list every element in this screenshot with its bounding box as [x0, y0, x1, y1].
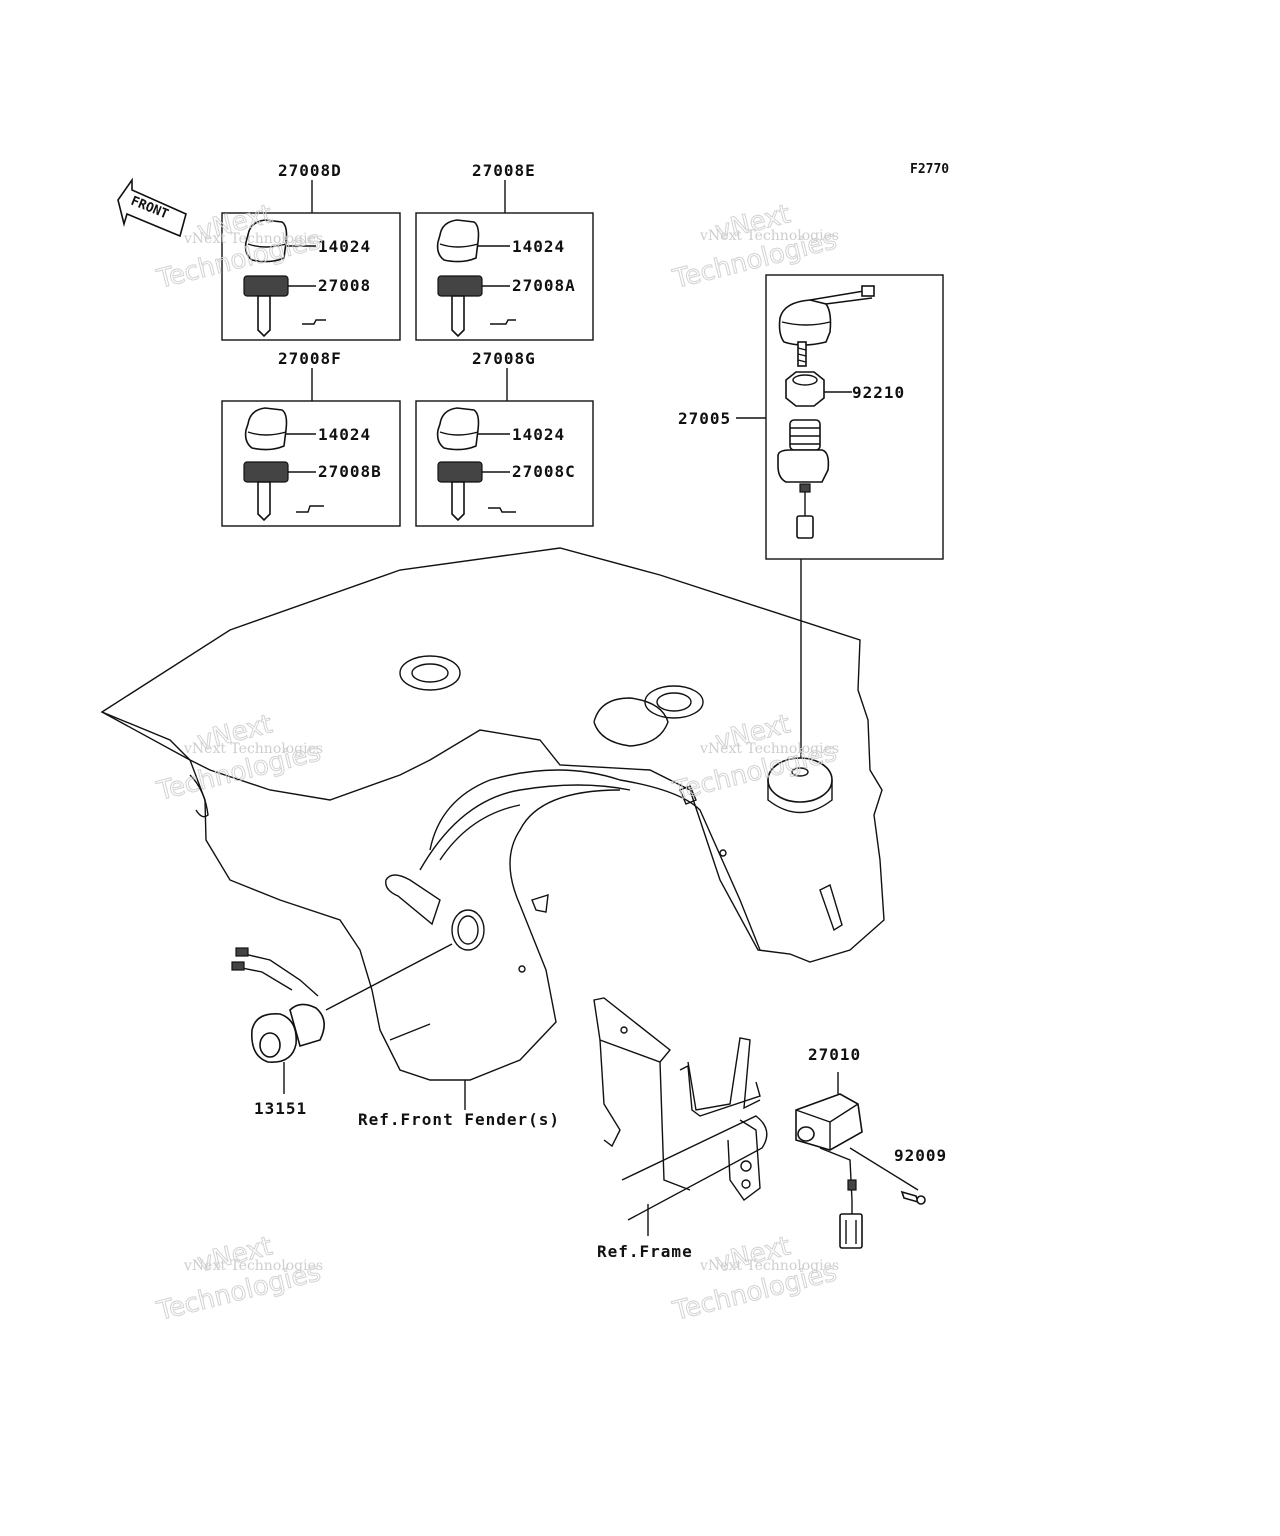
label-27008a: 27008A: [512, 276, 576, 295]
key-knob-icon: [244, 407, 288, 451]
watermark-2: vNext vNext Technologies Technologies: [669, 199, 840, 296]
watermark-text: vNext Technologies: [183, 231, 323, 247]
label-14024-f: 14024: [318, 425, 371, 444]
frame-bracket: Ref.Frame: [593, 997, 768, 1261]
label-14024-e: 14024: [512, 237, 565, 256]
front-fender-panel: Ref.Front Fender(s): [100, 547, 885, 1129]
watermark-text: vNext Technologies: [699, 741, 839, 757]
ignition-key-icon: [778, 285, 875, 367]
watermark-text: vNext Technologies: [699, 228, 839, 244]
key-knob-icon: [436, 219, 480, 263]
key-knob-icon: [436, 407, 480, 451]
label-ref-frame: Ref.Frame: [597, 1242, 693, 1261]
watermark-5: vNext vNext Technologies Technologies: [153, 1231, 324, 1328]
label-13151: 13151: [254, 1099, 307, 1118]
key-icon: [243, 461, 289, 522]
label-27008: 27008: [318, 276, 371, 295]
watermark-text: vNext Technologies: [183, 1258, 323, 1274]
kit-box-f: 27008F 14024 27008B: [221, 349, 401, 527]
label-14024-d: 14024: [318, 237, 371, 256]
bolt-92009-icon: 92009: [849, 1146, 947, 1205]
nut-icon: [785, 371, 825, 407]
kit-box-g: 27008G 14024 27008C: [415, 349, 594, 527]
key-icon: [243, 275, 289, 338]
switch-13151-icon: 13151: [231, 943, 453, 1118]
watermark-text: vNext Technologies: [183, 741, 323, 757]
ignition-switch-box: 27005 92210: [678, 274, 944, 768]
label-27008f: 27008F: [278, 349, 342, 368]
label-27008b: 27008B: [318, 462, 382, 481]
sensor-27010-icon: 27010: [795, 1045, 863, 1249]
label-27010: 27010: [808, 1045, 861, 1064]
label-27008g: 27008G: [472, 349, 536, 368]
label-ref-front-fender: Ref.Front Fender(s): [358, 1110, 560, 1129]
label-14024-g: 14024: [512, 425, 565, 444]
kit-box-e: 27008E 14024 27008A: [415, 161, 594, 341]
label-27008c: 27008C: [512, 462, 576, 481]
label-92210: 92210: [852, 383, 905, 402]
label-27008e: 27008E: [472, 161, 536, 180]
front-arrow-icon: FRONT: [117, 177, 187, 238]
label-27008d: 27008D: [278, 161, 342, 180]
key-knob-icon: [244, 219, 288, 263]
watermark-text: vNext Technologies: [699, 1258, 839, 1274]
ignition-switch-icon: [777, 419, 830, 539]
key-icon: [437, 275, 483, 338]
key-icon: [437, 461, 483, 522]
label-27005: 27005: [678, 409, 731, 428]
figure-code: F2770: [910, 162, 949, 177]
watermark-6: vNext vNext Technologies Technologies: [669, 1231, 840, 1328]
kit-box-d: 27008D 14024 27008: [221, 161, 401, 341]
label-92009: 92009: [894, 1146, 947, 1165]
watermark-3: vNext vNext Technologies Technologies: [153, 709, 324, 808]
